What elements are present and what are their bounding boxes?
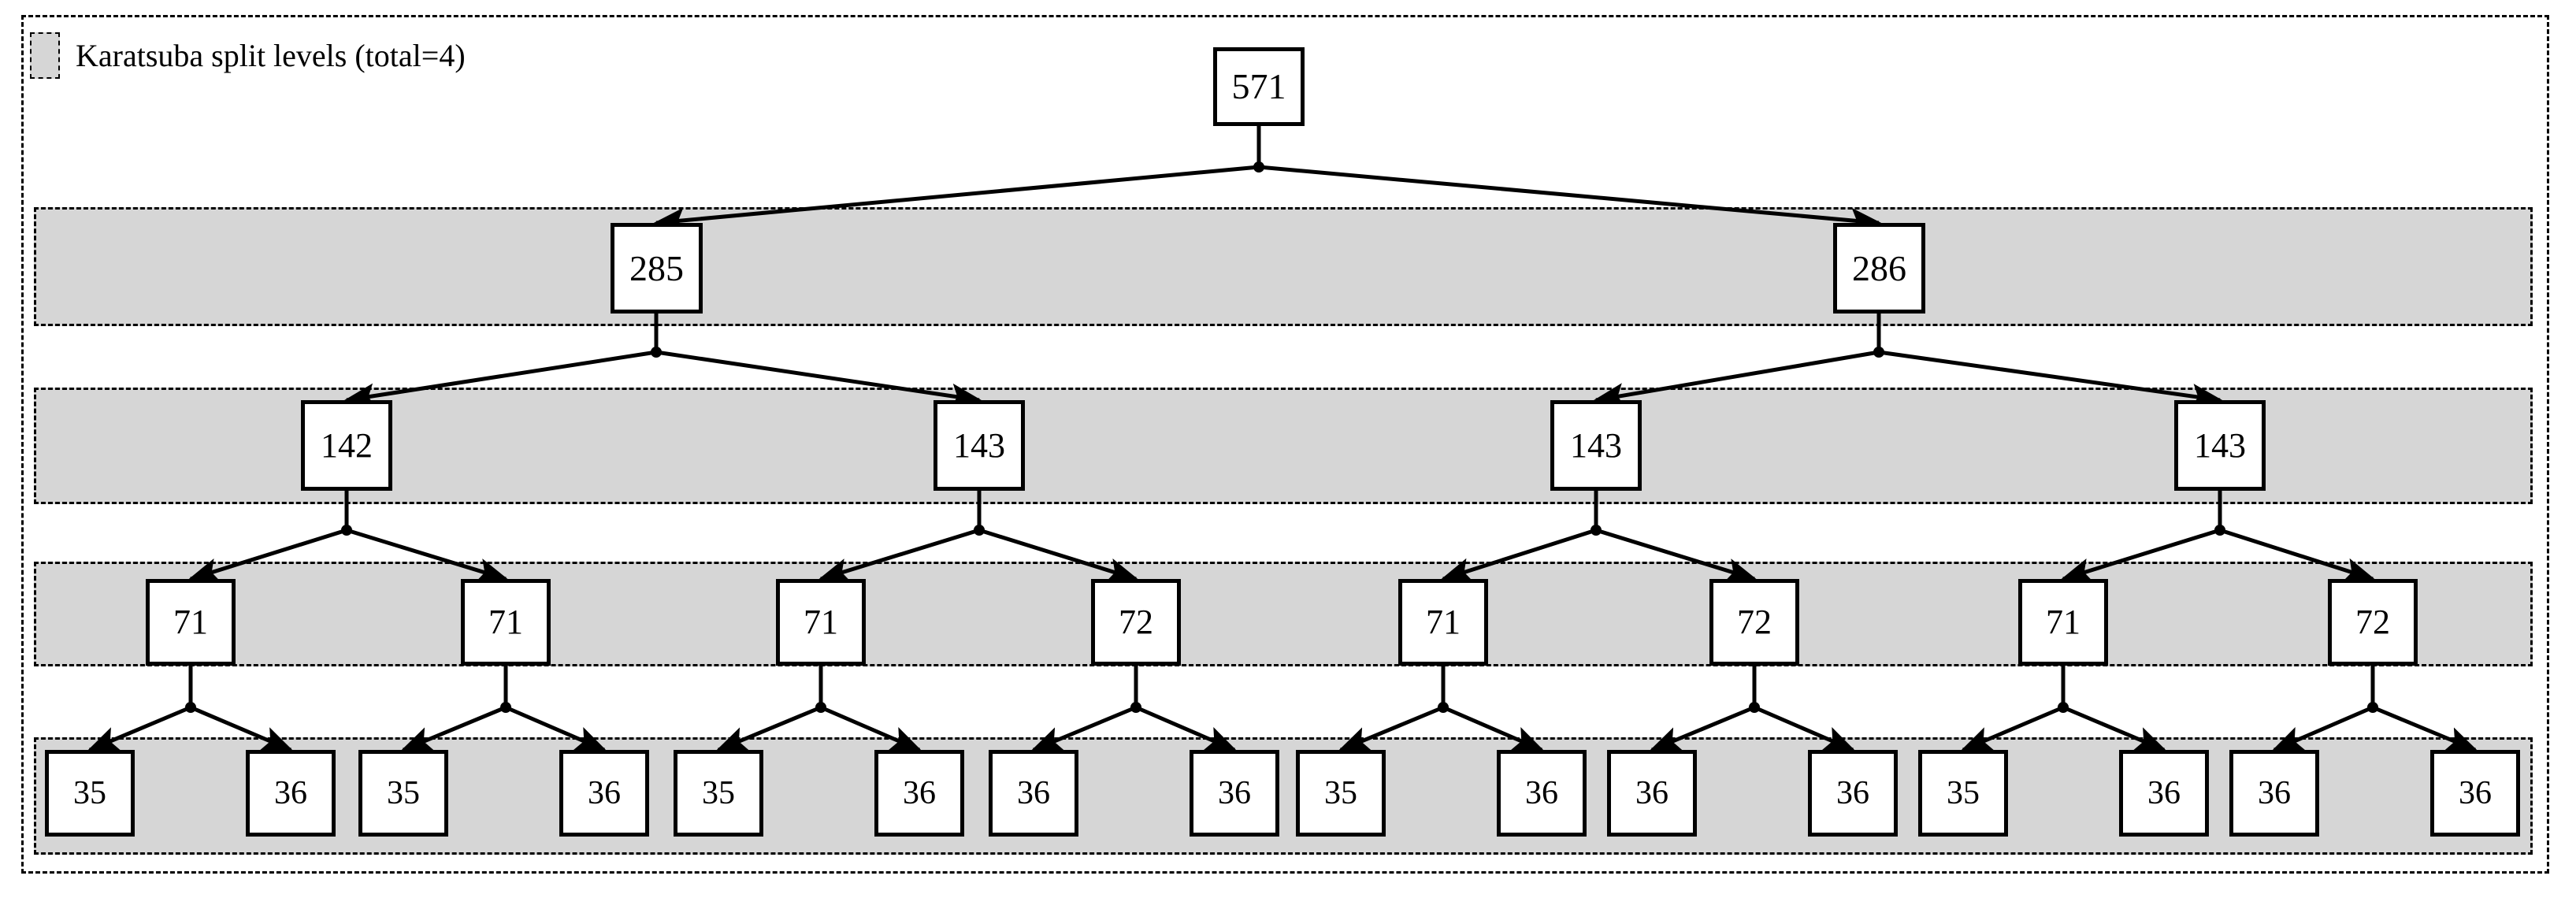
node-label: 35 xyxy=(702,775,735,811)
tree-node-l4-12[interactable]: 35 xyxy=(1918,750,2008,837)
node-label: 71 xyxy=(2046,603,2080,641)
node-label: 72 xyxy=(2355,603,2390,641)
tree-node-l4-15[interactable]: 36 xyxy=(2430,750,2520,837)
node-label: 36 xyxy=(588,775,621,811)
tree-node-l3-0[interactable]: 71 xyxy=(146,579,236,666)
tree-node-l3-1[interactable]: 71 xyxy=(461,579,551,666)
gray-band-swatch-icon xyxy=(30,32,60,79)
tree-node-l4-9[interactable]: 36 xyxy=(1497,750,1587,837)
node-label: 35 xyxy=(73,775,106,811)
node-label: 143 xyxy=(1570,425,1622,465)
node-label: 71 xyxy=(1426,603,1461,641)
node-label: 36 xyxy=(1525,775,1558,811)
legend-label: Karatsuba split levels (total=4) xyxy=(76,37,466,73)
tree-node-l3-2[interactable]: 71 xyxy=(776,579,866,666)
node-label: 35 xyxy=(1324,775,1357,811)
node-label: 35 xyxy=(1947,775,1980,811)
node-label: 35 xyxy=(387,775,420,811)
node-label: 36 xyxy=(1017,775,1050,811)
level-band-3 xyxy=(34,562,2533,666)
tree-node-l2-2[interactable]: 143 xyxy=(1550,400,1642,491)
tree-node-l4-1[interactable]: 36 xyxy=(246,750,336,837)
node-label: 143 xyxy=(2194,425,2246,465)
tree-node-l3-7[interactable]: 72 xyxy=(2328,579,2418,666)
tree-node-l4-4[interactable]: 35 xyxy=(674,750,763,837)
level-band-1 xyxy=(34,207,2533,326)
legend: Karatsuba split levels (total=4) xyxy=(30,32,466,79)
tree-node-l4-8[interactable]: 35 xyxy=(1296,750,1386,837)
cluster-border xyxy=(21,15,2549,874)
tree-node-l4-10[interactable]: 36 xyxy=(1607,750,1697,837)
node-label: 36 xyxy=(1218,775,1251,811)
node-label: 71 xyxy=(173,603,208,641)
node-label: 36 xyxy=(274,775,307,811)
tree-node-l3-3[interactable]: 72 xyxy=(1091,579,1181,666)
tree-node-l2-3[interactable]: 143 xyxy=(2174,400,2266,491)
tree-node-l1-0[interactable]: 285 xyxy=(611,223,703,314)
node-label: 143 xyxy=(953,425,1005,465)
tree-node-l4-7[interactable]: 36 xyxy=(1190,750,1279,837)
node-label: 72 xyxy=(1119,603,1153,641)
node-label: 36 xyxy=(2258,775,2291,811)
node-label: 286 xyxy=(1852,247,1906,288)
tree-node-l2-1[interactable]: 143 xyxy=(934,400,1025,491)
node-label: 36 xyxy=(1635,775,1668,811)
node-label: 571 xyxy=(1231,66,1286,106)
node-label: 36 xyxy=(1836,775,1869,811)
node-label: 72 xyxy=(1737,603,1772,641)
node-label: 71 xyxy=(488,603,523,641)
node-label: 142 xyxy=(321,425,373,465)
node-label: 36 xyxy=(2147,775,2181,811)
tree-node-l2-0[interactable]: 142 xyxy=(301,400,392,491)
node-label: 36 xyxy=(903,775,936,811)
level-band-2 xyxy=(34,388,2533,504)
node-label: 71 xyxy=(804,603,838,641)
tree-node-root[interactable]: 571 xyxy=(1213,47,1305,126)
tree-node-l4-6[interactable]: 36 xyxy=(989,750,1078,837)
tree-node-l3-6[interactable]: 71 xyxy=(2018,579,2108,666)
tree-node-l3-4[interactable]: 71 xyxy=(1398,579,1488,666)
tree-node-l4-14[interactable]: 36 xyxy=(2229,750,2319,837)
tree-node-l4-0[interactable]: 35 xyxy=(45,750,135,837)
node-label: 36 xyxy=(2459,775,2492,811)
tree-node-l4-3[interactable]: 36 xyxy=(559,750,649,837)
tree-node-l3-5[interactable]: 72 xyxy=(1709,579,1799,666)
tree-node-l4-5[interactable]: 36 xyxy=(874,750,964,837)
node-label: 285 xyxy=(629,247,684,288)
level-band-4 xyxy=(34,737,2533,855)
tree-node-l4-13[interactable]: 36 xyxy=(2119,750,2209,837)
tree-node-l4-2[interactable]: 35 xyxy=(358,750,448,837)
tree-node-l1-1[interactable]: 286 xyxy=(1833,223,1925,314)
tree-node-l4-11[interactable]: 36 xyxy=(1808,750,1898,837)
